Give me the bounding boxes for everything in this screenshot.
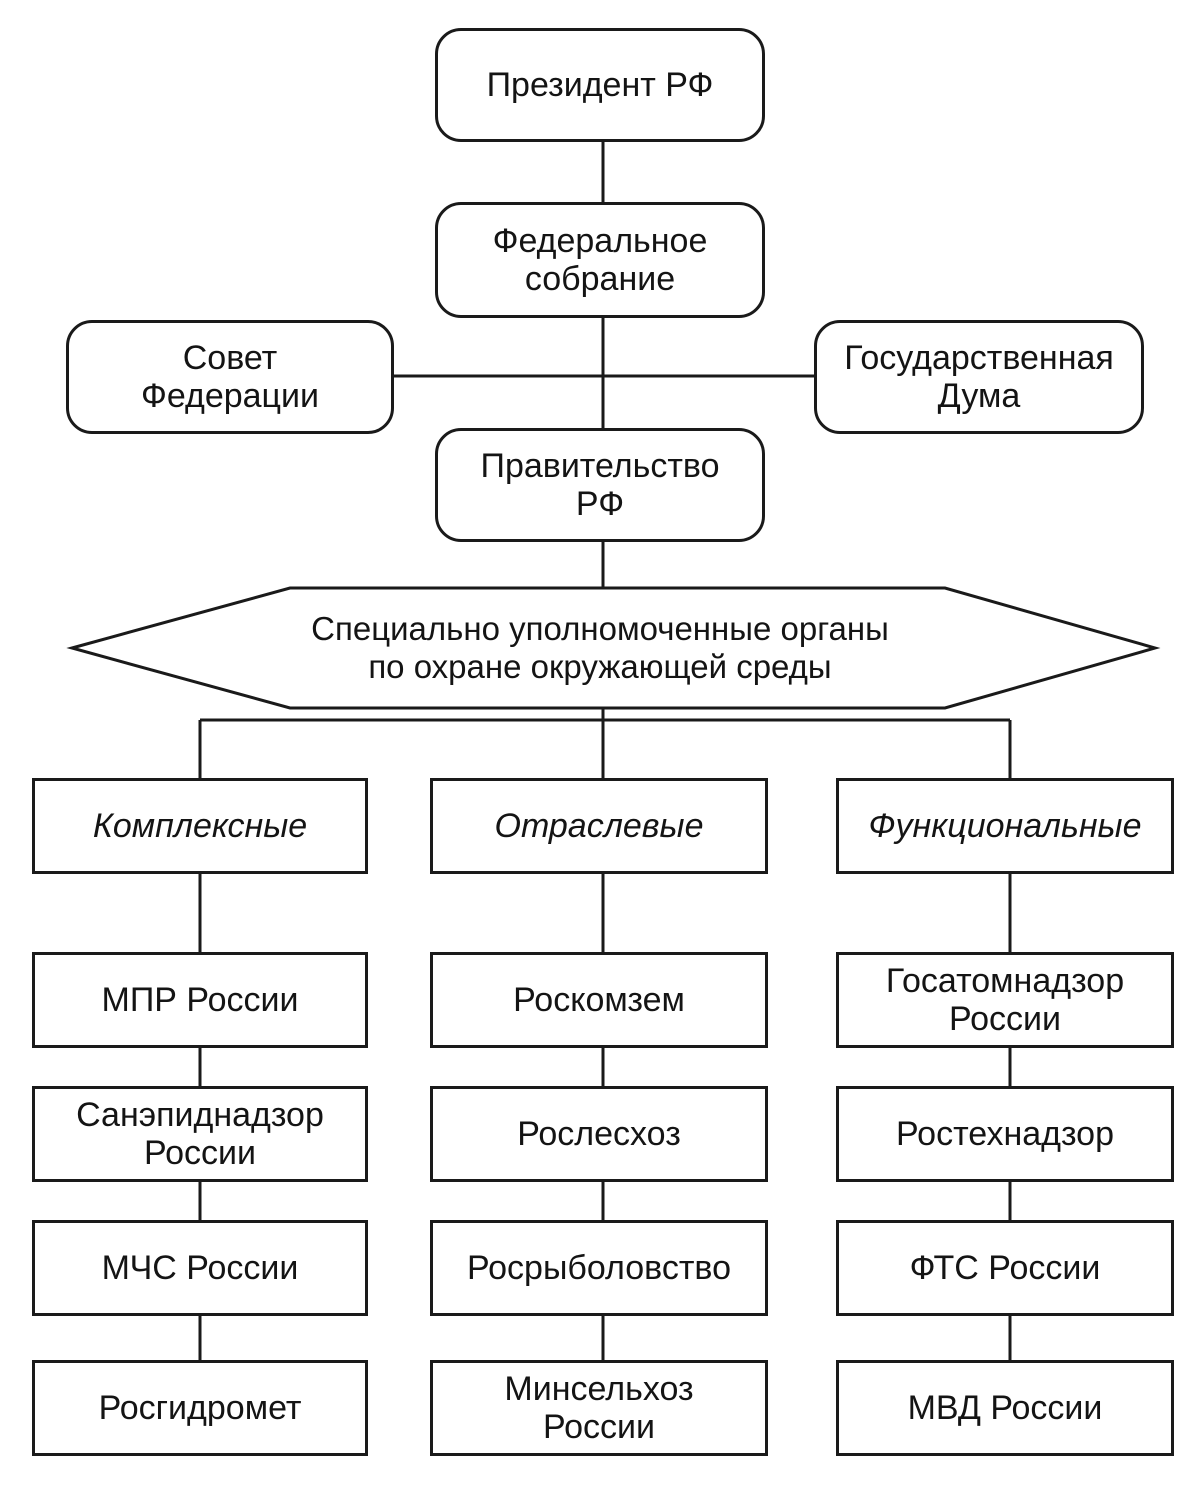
government-box: Правительство РФ <box>435 428 765 542</box>
agency-label: Роскомзем <box>513 981 685 1019</box>
agency-label: Рослесхоз <box>517 1115 681 1153</box>
state-duma-box: Государственная Дума <box>814 320 1144 434</box>
president-label: Президент РФ <box>486 66 714 104</box>
agency-box-complex-1: МПР России <box>32 952 368 1048</box>
agency-box-sectoral-3: Росрыболовство <box>430 1220 768 1316</box>
agency-box-functional-1: Госатомнадзор России <box>836 952 1174 1048</box>
category-sectoral-box: Отраслевые <box>430 778 768 874</box>
agency-label: МПР России <box>101 981 299 1019</box>
agency-box-sectoral-4: Минсельхоз России <box>430 1360 768 1456</box>
agency-box-sectoral-2: Рослесхоз <box>430 1086 768 1182</box>
agency-box-complex-2: Санэпиднадзор России <box>32 1086 368 1182</box>
agency-box-complex-3: МЧС России <box>32 1220 368 1316</box>
agency-box-complex-4: Росгидромет <box>32 1360 368 1456</box>
federal-assembly-box: Федеральное собрание <box>435 202 765 318</box>
agency-label: Ростехнадзор <box>896 1115 1114 1153</box>
category-complex-label: Комплексные <box>92 807 308 845</box>
agency-label: Санэпиднадзор России <box>76 1096 324 1172</box>
agency-label: Госатомнадзор России <box>885 962 1125 1038</box>
agency-box-functional-4: МВД России <box>836 1360 1174 1456</box>
agency-box-functional-3: ФТС России <box>836 1220 1174 1316</box>
agency-label: МЧС России <box>101 1249 299 1287</box>
agency-box-functional-2: Ростехнадзор <box>836 1086 1174 1182</box>
agency-label: Росгидромет <box>98 1389 302 1427</box>
federal-assembly-label: Федеральное собрание <box>492 222 708 298</box>
category-functional-box: Функциональные <box>836 778 1174 874</box>
agency-label: МВД России <box>907 1389 1103 1427</box>
category-sectoral-label: Отраслевые <box>494 807 704 845</box>
category-functional-label: Функциональные <box>868 807 1142 845</box>
authorized-bodies-label: Специально уполномоченные органы по охра… <box>311 610 889 685</box>
agency-label: ФТС России <box>909 1249 1101 1287</box>
federation-council-box: Совет Федерации <box>66 320 394 434</box>
agency-label: Минсельхоз России <box>504 1370 694 1446</box>
hexagon-shape <box>66 586 1161 710</box>
federation-council-label: Совет Федерации <box>140 339 320 415</box>
state-duma-label: Государственная Дума <box>844 339 1114 415</box>
agency-label: Росрыболовство <box>466 1249 732 1287</box>
government-label: Правительство РФ <box>480 447 720 523</box>
president-box: Президент РФ <box>435 28 765 142</box>
category-complex-box: Комплексные <box>32 778 368 874</box>
agency-box-sectoral-1: Роскомзем <box>430 952 768 1048</box>
